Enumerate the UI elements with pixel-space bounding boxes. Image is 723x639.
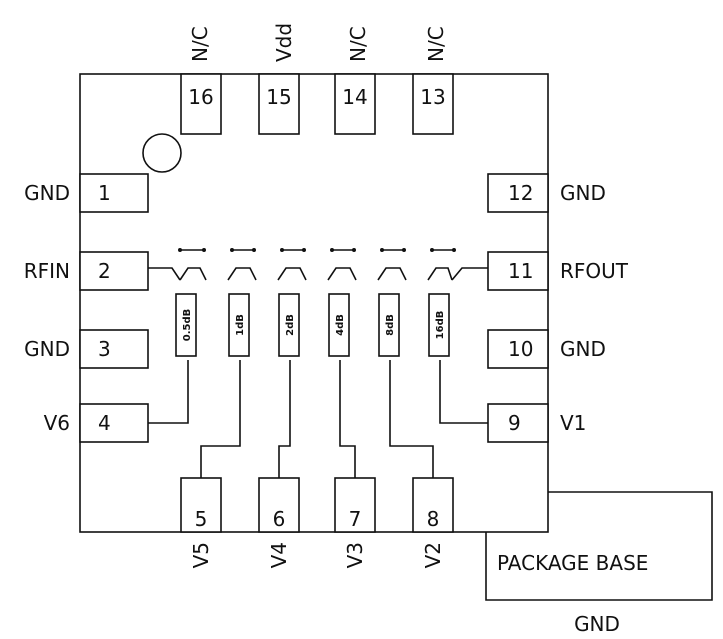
attenuator-8db-label: 8dB: [385, 314, 396, 336]
pin-11: 11 RFOUT: [487, 251, 629, 291]
control-line-v6: [148, 360, 189, 424]
pin-13-number: 13: [420, 85, 445, 109]
attenuator-2db: 2dB: [278, 293, 300, 357]
switch-4: [327, 248, 357, 281]
pin-15-signal: Vdd: [272, 23, 296, 62]
pin-11-number: 11: [508, 259, 533, 283]
package-base-label: PACKAGE BASE: [497, 551, 648, 575]
switch-5: [377, 248, 407, 281]
pin-9: 9 V1: [487, 403, 586, 443]
pin-12-signal: GND: [560, 181, 606, 205]
pin-15: 15 Vdd: [258, 23, 300, 135]
pin-2-signal: RFIN: [24, 259, 70, 283]
pin-12: 12 GND: [487, 173, 606, 213]
pin-4-signal: V6: [44, 411, 70, 435]
control-line-v5: [200, 360, 241, 478]
package-body: [79, 73, 549, 533]
pin-4-number: 4: [98, 411, 111, 435]
pin-11-signal: RFOUT: [560, 259, 629, 283]
pin-10-number: 10: [508, 337, 533, 361]
control-line-v2: [389, 360, 434, 478]
switch-3: [277, 248, 307, 281]
pin-5-signal: V5: [189, 542, 213, 568]
control-line-v1: [439, 360, 488, 424]
pin-13-signal: N/C: [424, 26, 448, 62]
pin-6: 6 V4: [258, 477, 300, 568]
pin-16-signal: N/C: [188, 26, 212, 62]
pin-10: 10 GND: [487, 329, 606, 369]
pin-2: 2 RFIN: [24, 251, 149, 291]
pin-12-number: 12: [508, 181, 533, 205]
pin-3-signal: GND: [24, 337, 70, 361]
attenuator-8db: 8dB: [378, 293, 400, 357]
attenuator-0-5db-label: 0.5dB: [182, 309, 193, 342]
pin1-marker-icon: [142, 133, 182, 173]
rf-signal-path: [148, 248, 488, 281]
attenuator-2db-label: 2dB: [285, 314, 296, 336]
pin-10-signal: GND: [560, 337, 606, 361]
pin-1-number: 1: [98, 181, 111, 205]
control-line-v4: [278, 360, 291, 478]
attenuator-16db: 16dB: [428, 293, 450, 357]
pin-2-number: 2: [98, 259, 111, 283]
pin-14: 14 N/C: [334, 26, 376, 135]
pin-7-number: 7: [349, 507, 362, 531]
pin-1: 1 GND: [24, 173, 149, 213]
attenuator-1db: 1dB: [228, 293, 250, 357]
pin-1-signal: GND: [24, 181, 70, 205]
pin-3: 3 GND: [24, 329, 149, 369]
attenuator-1db-label: 1dB: [235, 314, 246, 336]
control-lines: [148, 360, 488, 478]
pin-8: 8 V2: [412, 477, 454, 568]
switch-6: [427, 248, 456, 281]
pin-13: 13 N/C: [412, 26, 454, 135]
pin-3-number: 3: [98, 337, 111, 361]
switch-2: [227, 248, 257, 281]
pin-15-number: 15: [266, 85, 291, 109]
pin-5: 5 V5: [180, 477, 222, 568]
package-base: PACKAGE BASE GND: [485, 491, 713, 636]
pin-6-number: 6: [273, 507, 286, 531]
pin-8-signal: V2: [421, 542, 445, 568]
pin-16: 16 N/C: [180, 26, 222, 135]
attenuator-16db-label: 16dB: [435, 311, 446, 340]
pin-6-signal: V4: [267, 542, 291, 568]
pin-8-number: 8: [427, 507, 440, 531]
control-line-v3: [339, 360, 356, 478]
switch-1: [178, 248, 207, 281]
pin-16-number: 16: [188, 85, 213, 109]
attenuator-4db: 4dB: [328, 293, 350, 357]
package-base-signal: GND: [574, 612, 620, 636]
pin-5-number: 5: [195, 507, 208, 531]
pin-9-signal: V1: [560, 411, 586, 435]
attenuator-4db-label: 4dB: [335, 314, 346, 336]
pin-9-number: 9: [508, 411, 521, 435]
pin-7-signal: V3: [343, 542, 367, 568]
pin-4: 4 V6: [44, 403, 149, 443]
pin-7: 7 V3: [334, 477, 376, 568]
pin-14-signal: N/C: [346, 26, 370, 62]
attenuator-0-5db: 0.5dB: [175, 293, 197, 357]
pin-14-number: 14: [342, 85, 367, 109]
